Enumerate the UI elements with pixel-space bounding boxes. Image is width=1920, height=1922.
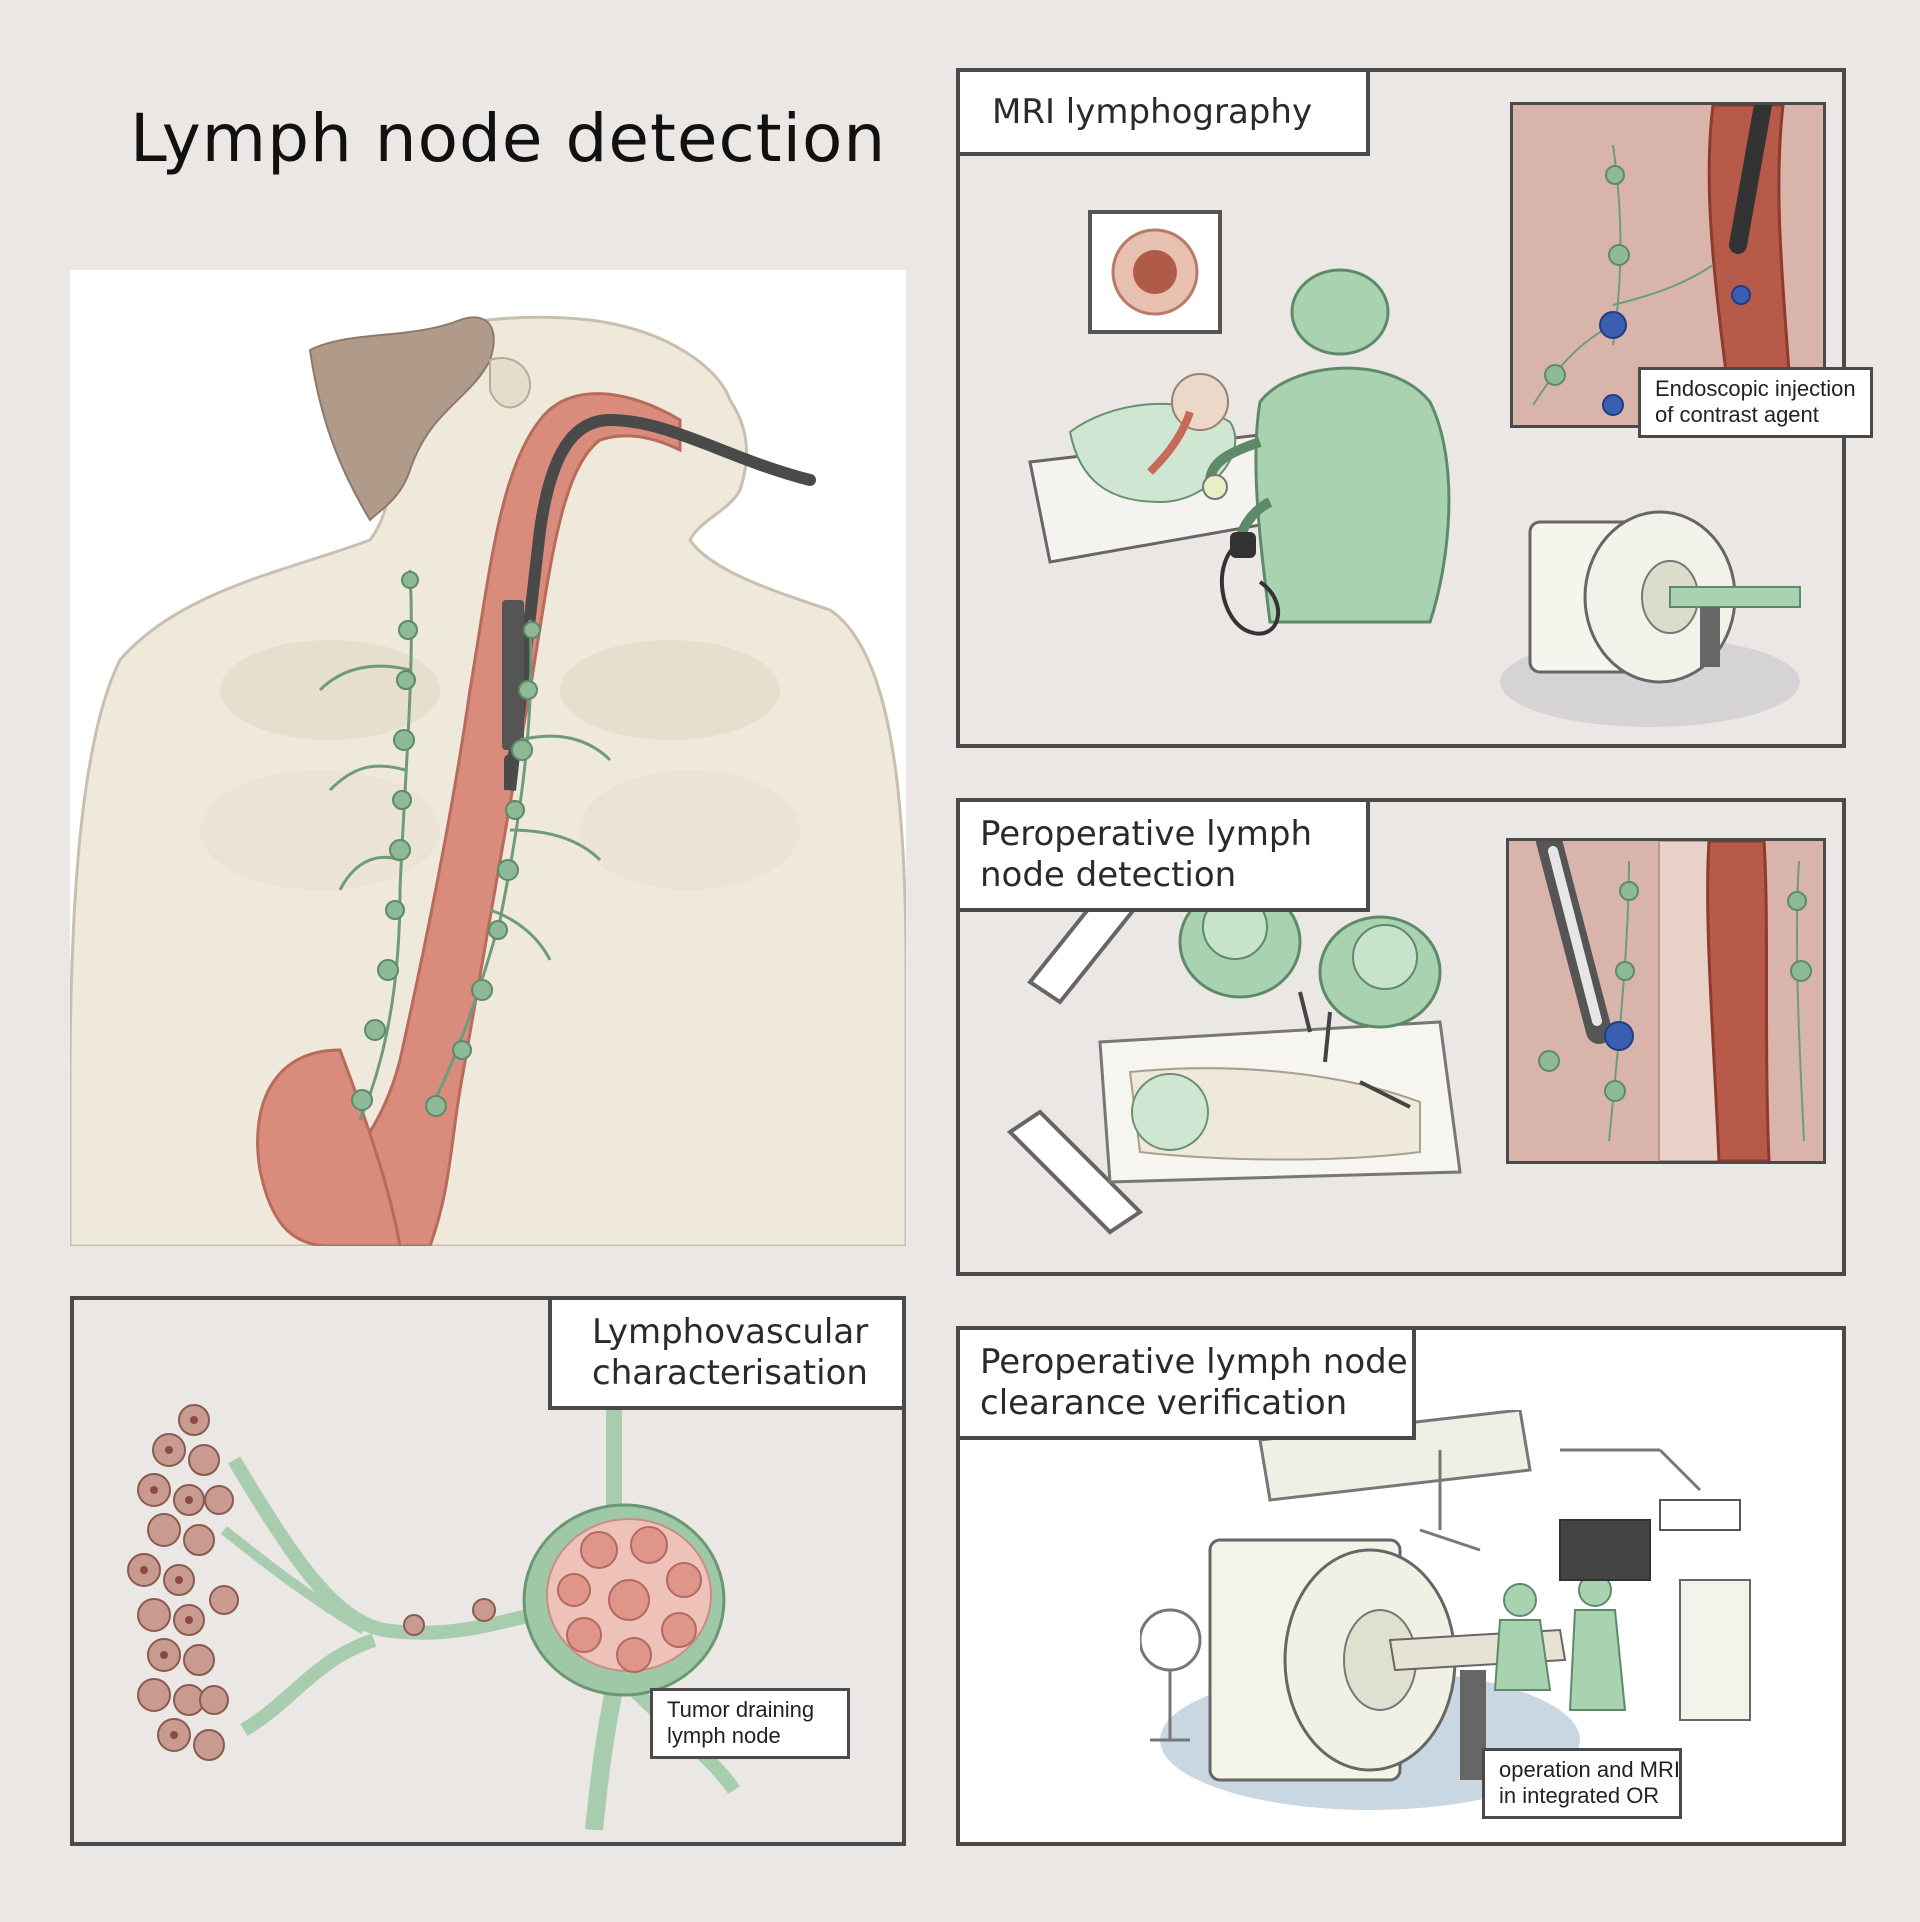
tumor-draining-lymph-node-callout: Tumor draining lymph node: [650, 1688, 850, 1759]
lymphovascular-label: Lymphovascular characterisation: [548, 1296, 906, 1410]
integrated-or-illustration: [1140, 1410, 1751, 1810]
endoscopic-injection-callout: Endoscopic injection of contrast agent: [1638, 367, 1873, 438]
panel-label-line: Lymphovascular: [592, 1312, 869, 1352]
panel-label-line: characterisation: [592, 1353, 868, 1394]
panel-label-line: Peroperative lymph node: [980, 1342, 1408, 1382]
panel-label-line: clearance verification: [980, 1383, 1348, 1424]
lymphovascular-panel: Tumor draining lymph node: [70, 1296, 906, 1846]
callout-line: of contrast agent: [1655, 402, 1819, 428]
probe-detection-illustration: [1509, 828, 1823, 1163]
injection-inset: Endoscopic injection of contrast agent: [1510, 96, 1873, 438]
callout-line: operation and MRI: [1499, 1757, 1680, 1782]
page-title: Lymph node detection: [130, 100, 887, 177]
panel-label-text: MRI lymphography: [992, 92, 1313, 132]
endoscopy-procedure-illustration: [1028, 210, 1451, 636]
callout-line: Endoscopic injection: [1655, 376, 1856, 401]
probe-inset: [1506, 828, 1826, 1164]
torso-esophagus-illustration: [70, 315, 906, 1246]
clearance-verification-label: Peroperative lymph node clearance verifi…: [956, 1326, 1416, 1440]
mri-lymphography-panel: Endoscopic injection of contrast agent: [956, 68, 1873, 748]
peroperative-detection-label: Peroperative lymph node detection: [956, 798, 1370, 912]
callout-line: in integrated OR: [1499, 1783, 1660, 1809]
callout-line: lymph node: [667, 1723, 781, 1749]
panel-label-line: node detection: [980, 855, 1237, 896]
mri-scanner-illustration: [1500, 510, 1801, 727]
mri-lymphography-label: MRI lymphography: [956, 68, 1370, 156]
anatomy-panel: [70, 270, 906, 1246]
operation-mri-callout: operation and MRI in integrated OR: [1482, 1748, 1682, 1819]
surgery-overhead-illustration: [1006, 879, 1462, 1235]
tumor-drainage-illustration: [127, 1400, 740, 1830]
panel-label-line: Peroperative lymph: [980, 814, 1312, 854]
callout-line: Tumor draining: [667, 1697, 815, 1722]
